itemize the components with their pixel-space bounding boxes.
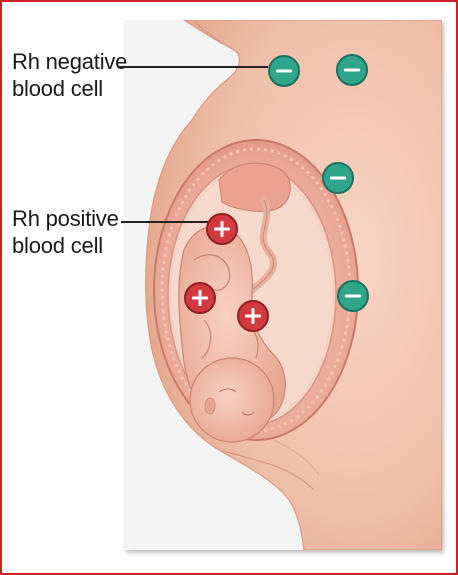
rh-negative-label-line2: blood cell	[12, 75, 127, 102]
rh-negative-label-line1: Rh negative	[12, 48, 127, 75]
rh-negative-label: Rh negative blood cell	[12, 48, 127, 102]
fetus-head	[190, 358, 274, 442]
rh-positive-leader-line	[121, 221, 215, 223]
illustration-panel	[124, 20, 442, 550]
rh-positive-label: Rh positive blood cell	[12, 205, 119, 259]
placenta	[219, 163, 290, 211]
pregnant-woman-illustration	[124, 20, 442, 550]
rh-positive-label-line2: blood cell	[12, 232, 119, 259]
rh-negative-leader-line	[118, 66, 268, 68]
rh-positive-label-line1: Rh positive	[12, 205, 119, 232]
